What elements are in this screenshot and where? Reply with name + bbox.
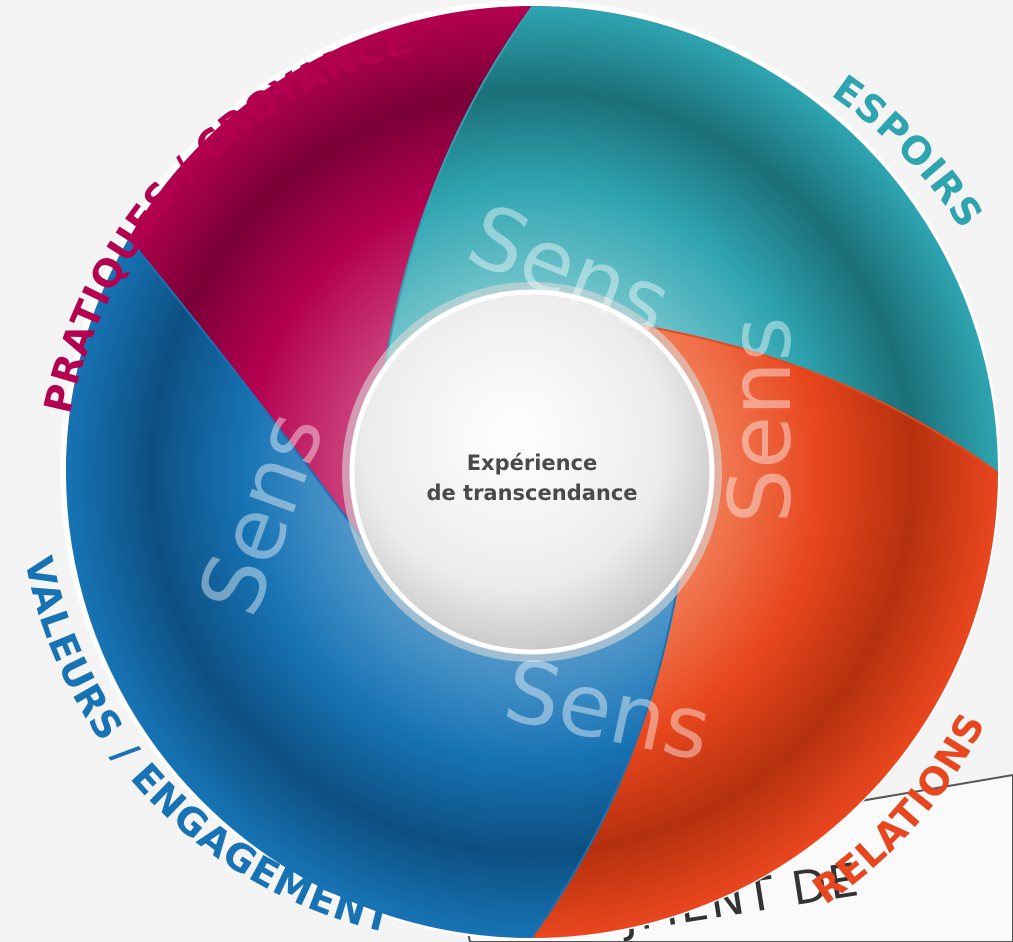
segment-group [65,5,999,939]
center-title-line1: Expérience [467,451,598,475]
center-disc: Expérience de transcendance [342,282,722,662]
center-title-line2: de transcendance [426,481,637,505]
sens-word-right: Sens [711,317,811,524]
